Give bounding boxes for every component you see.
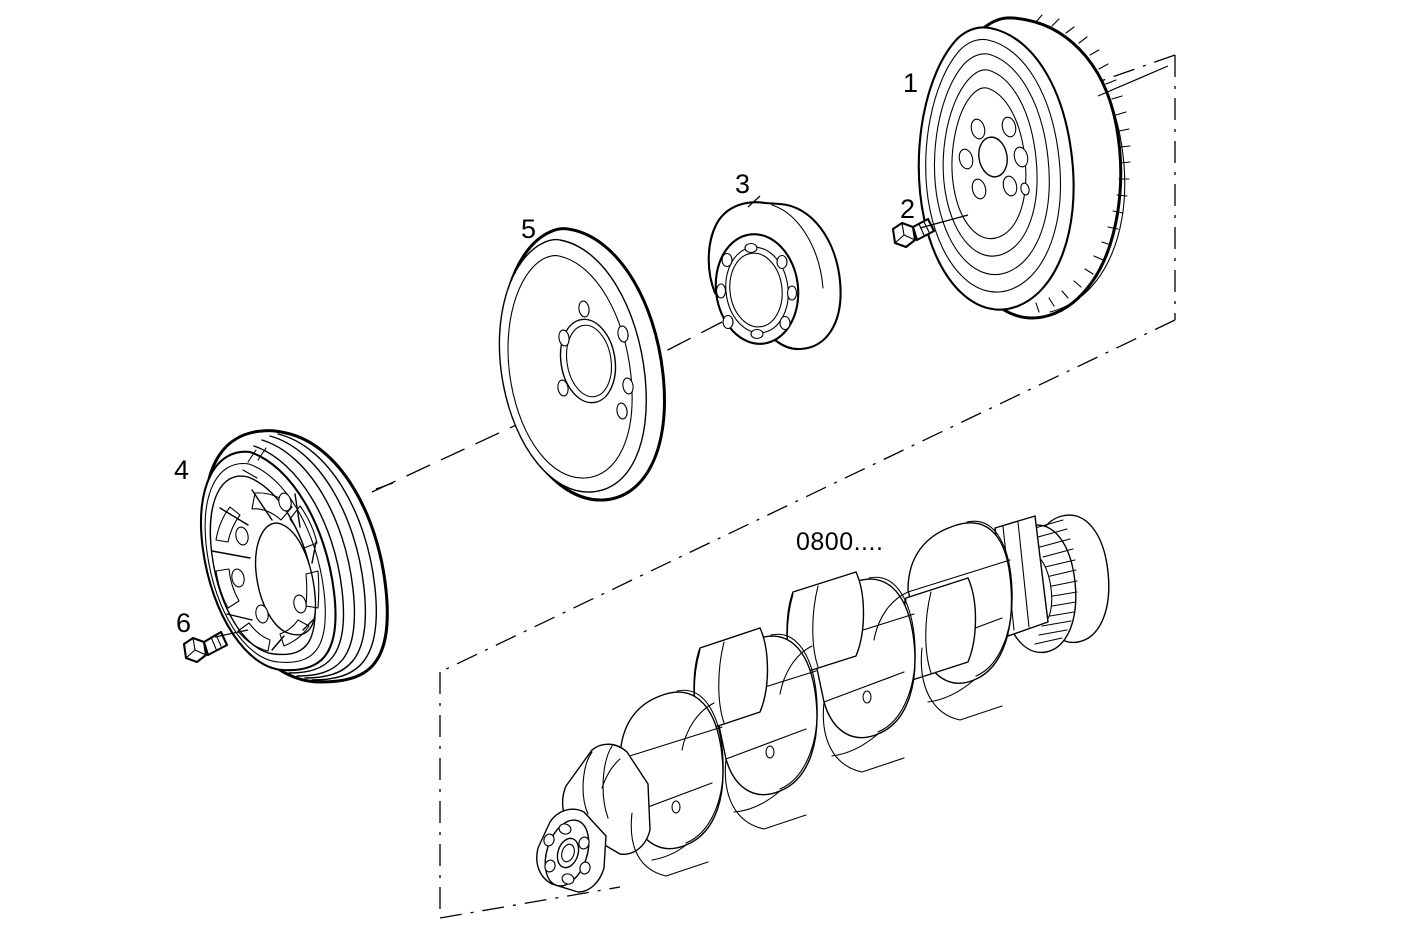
part-flywheel: [917, 14, 1131, 320]
callout-4-label: 4: [174, 455, 189, 485]
spacer-hub-edge-crease: [771, 204, 824, 289]
damper-plate-center-bore-inner: [566, 324, 612, 398]
damper-plate-bolt-holes: [557, 300, 634, 420]
leader-hub-3: [747, 195, 761, 208]
part-pulley-bolt: [182, 630, 229, 664]
crank-web-skirts: [630, 647, 1003, 877]
crank-web-1-edge: [676, 689, 724, 844]
crank-web-3-edge: [868, 576, 916, 733]
crank-web-2-oil-hole: [765, 745, 775, 759]
spacer-hub-bore-inner: [729, 252, 783, 328]
leader-bolt-6: [214, 629, 249, 638]
crankshaft-reference-label: 0800....: [796, 528, 883, 556]
leader-flywheel-to-boundary: [1097, 65, 1169, 97]
boundary-bottom-edge: [439, 886, 621, 919]
crank-nose-bolt-holes: [543, 823, 591, 885]
pulley-bolt-shank: [202, 630, 229, 657]
flywheel-bolt-shank: [911, 217, 936, 242]
assembly-boundary-frame: [439, 54, 1176, 919]
crank-nose-center-bore-inner: [561, 843, 575, 863]
boundary-diagonal-upper: [439, 319, 1176, 673]
flywheel-bolt-holes: [958, 116, 1030, 200]
callout-3-label: 3: [735, 169, 750, 199]
flywheel-bolt-head-facets: [894, 222, 916, 244]
part-crankshaft: [536, 514, 1110, 893]
pulley-web-holes: [231, 492, 307, 624]
pulley-face-ring: [204, 463, 326, 663]
crank-web-2-edge: [770, 633, 818, 790]
spacer-hub-bolt-holes: [715, 242, 798, 340]
part-flywheel-bolt: [891, 217, 936, 249]
callout-1-label: 1: [903, 68, 918, 98]
boundary-top-right-stub: [1097, 54, 1176, 83]
leader-pulley-axis: [375, 482, 394, 490]
timing-gear-teeth: [1034, 519, 1078, 645]
pulley-bolt-head-facets: [185, 637, 207, 659]
crank-front-journal-lines: [582, 745, 613, 819]
crank-web-4-edge: [966, 520, 1013, 677]
leader-bolt-2: [919, 214, 969, 229]
damper-plate-center-bore: [559, 318, 617, 404]
pulley-hub-crease: [242, 447, 267, 479]
part-damper-plate: [498, 227, 666, 502]
callout-5-label: 5: [521, 214, 536, 244]
part-crankshaft-pulley: [199, 429, 389, 684]
callout-6-label: 6: [176, 608, 191, 638]
part-spacer-hub: [707, 201, 842, 351]
flywheel-ring-gear-teeth: [1029, 14, 1131, 313]
flywheel-center-bore: [978, 136, 1008, 178]
crank-web-3-oil-hole: [862, 690, 872, 704]
crank-web-1-oil-hole: [671, 800, 681, 814]
pulley-belt-grooves: [253, 433, 377, 681]
callout-2-label: 2: [900, 194, 915, 224]
crank-pin-2: [693, 627, 769, 733]
flywheel-face-steps: [925, 38, 1061, 293]
